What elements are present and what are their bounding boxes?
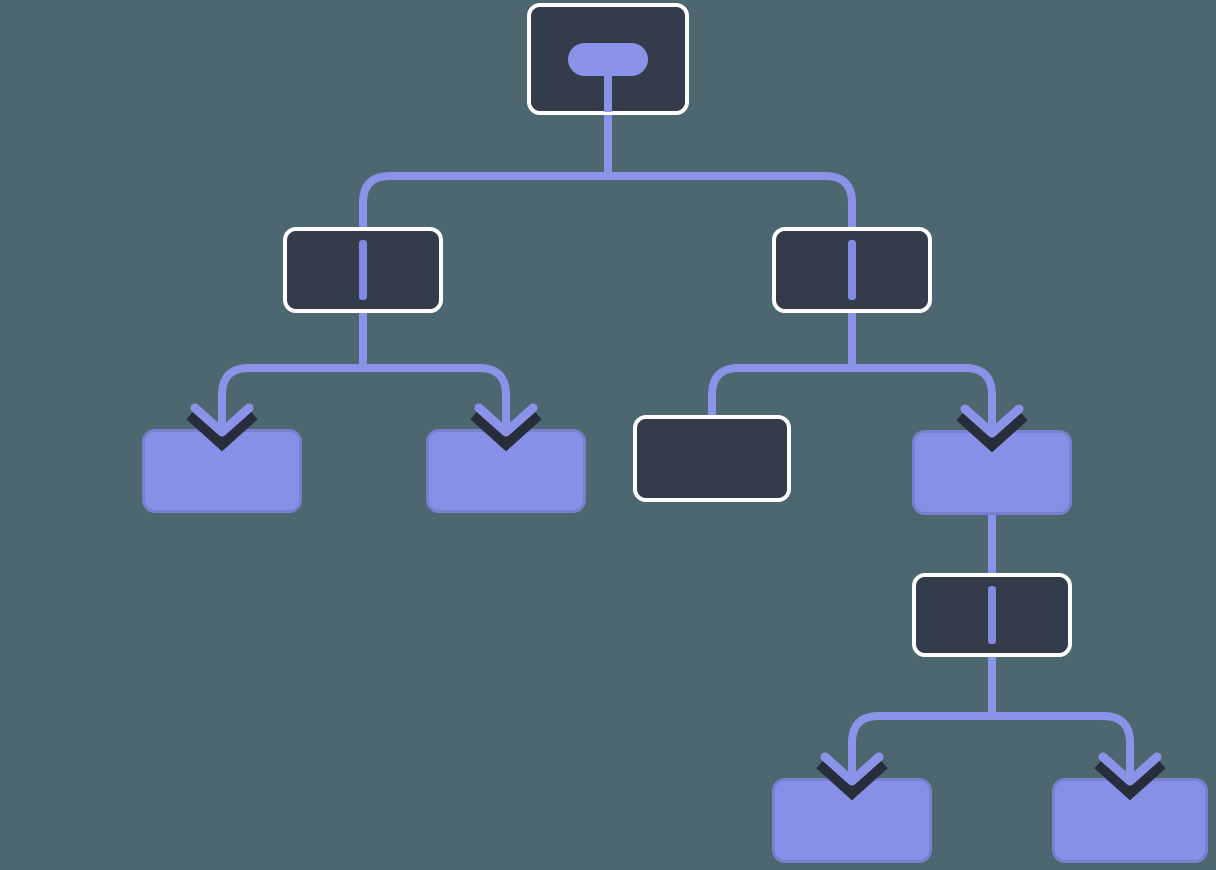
- arrow-down-icon: [470, 393, 542, 452]
- pass-through-line-icon: [359, 240, 367, 300]
- pass-through-line-icon: [848, 240, 856, 300]
- tree-node-branch-right-2[interactable]: [912, 573, 1072, 657]
- tree-node-root[interactable]: [527, 3, 689, 115]
- arrow-chevron-shadow: [470, 408, 542, 452]
- connector-edge-level-2-split: [359, 172, 856, 232]
- pass-through-line-icon: [988, 586, 996, 644]
- arrow-down-icon: [1094, 742, 1166, 801]
- connector-edge-right-split: [708, 364, 996, 420]
- arrow-chevron-purple: [820, 752, 884, 786]
- arrow-chevron-shadow: [1094, 757, 1166, 801]
- arrow-chevron-purple: [190, 403, 254, 437]
- root-pill-stem-icon: [604, 73, 612, 112]
- root-pill-icon: [568, 43, 648, 76]
- tree-node-branch-left[interactable]: [283, 227, 443, 313]
- arrow-chevron-shadow: [186, 408, 258, 452]
- tree-node-branch-right[interactable]: [772, 227, 932, 313]
- tree-node-mid-dark-leaf[interactable]: [633, 415, 791, 502]
- arrow-chevron-purple: [960, 404, 1024, 438]
- arrow-down-icon: [956, 394, 1028, 453]
- arrow-down-icon: [816, 742, 888, 801]
- arrow-down-icon: [186, 393, 258, 452]
- arrow-chevron-shadow: [816, 757, 888, 801]
- arrow-chevron-purple: [474, 403, 538, 437]
- connector-edge-left-split: [218, 364, 510, 410]
- connector-edge-bottom-split: [848, 712, 1134, 760]
- arrow-chevron-purple: [1098, 752, 1162, 786]
- arrow-chevron-shadow: [956, 409, 1028, 453]
